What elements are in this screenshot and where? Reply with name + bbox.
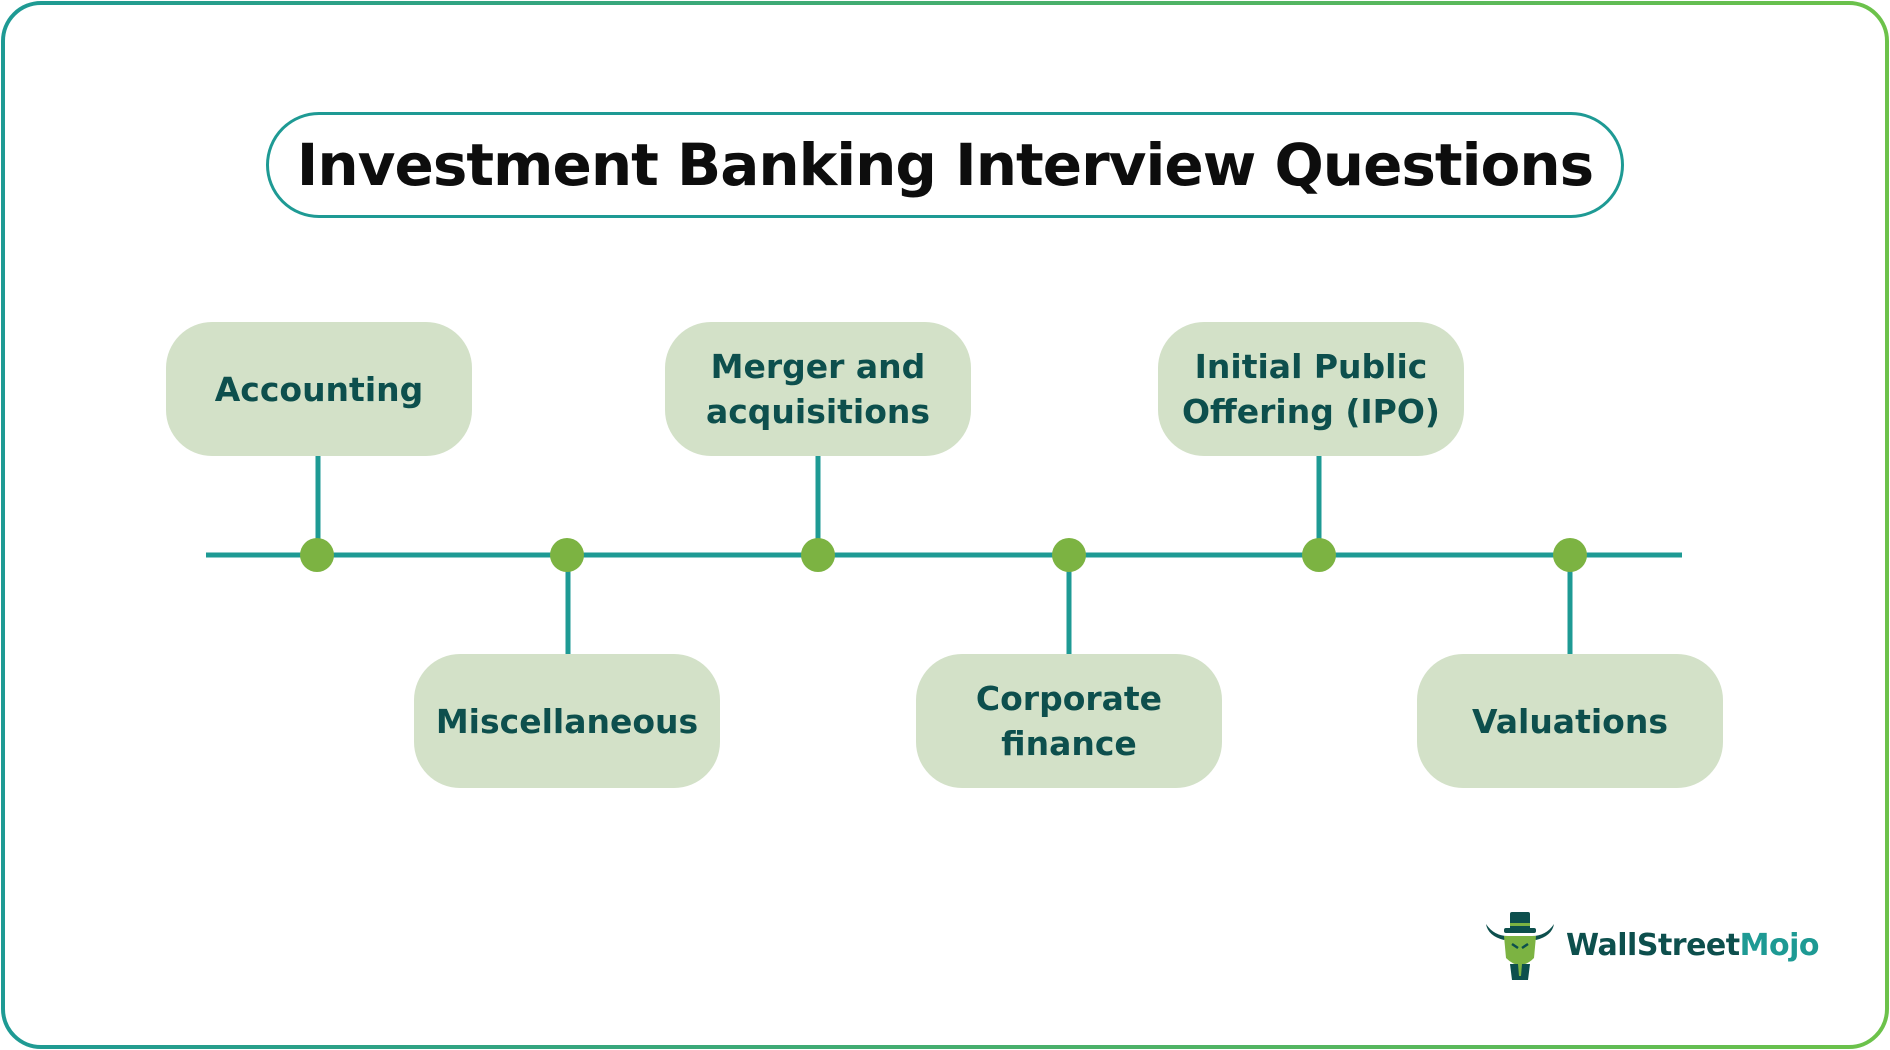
topic-label: Valuations — [1472, 701, 1668, 741]
timeline-dot-miscellaneous — [550, 538, 584, 572]
diagram-title: Investment Banking Interview Questions — [296, 131, 1594, 199]
bull-mascot-icon — [1486, 912, 1554, 980]
topic-box-miscellaneous: Miscellaneous — [414, 654, 720, 788]
logo-text: WallStreetMojo — [1566, 928, 1819, 963]
topic-label: Miscellaneous — [435, 701, 699, 741]
topic-box-corporate-finance: Corporate finance — [916, 654, 1222, 788]
topic-label: Accounting — [214, 369, 424, 409]
timeline-dot-corporate-finance — [1052, 538, 1086, 572]
timeline-dot-accounting — [300, 538, 334, 572]
topic-box-valuations: Valuations — [1417, 654, 1723, 788]
topic-label: Initial Public Offering (IPO) — [1181, 347, 1441, 431]
logo-text-part2: Mojo — [1739, 927, 1820, 963]
timeline-dot-merger — [801, 538, 835, 572]
timeline-dot-valuations — [1553, 538, 1587, 572]
timeline-dot-ipo — [1302, 538, 1336, 572]
topic-box-accounting: Accounting — [166, 322, 472, 456]
logo-text-part1: WallStreet — [1566, 927, 1740, 963]
topic-box-ipo: Initial Public Offering (IPO) — [1158, 322, 1464, 456]
topic-label: Corporate finance — [975, 679, 1163, 763]
title-pill: Investment Banking Interview Questions — [266, 112, 1624, 218]
wallstreetmojo-logo: WallStreetMojo — [1482, 910, 1819, 980]
topic-box-merger-and-acquisitions: Merger and acquisitions — [665, 322, 971, 456]
topic-label: Merger and acquisitions — [705, 347, 931, 431]
